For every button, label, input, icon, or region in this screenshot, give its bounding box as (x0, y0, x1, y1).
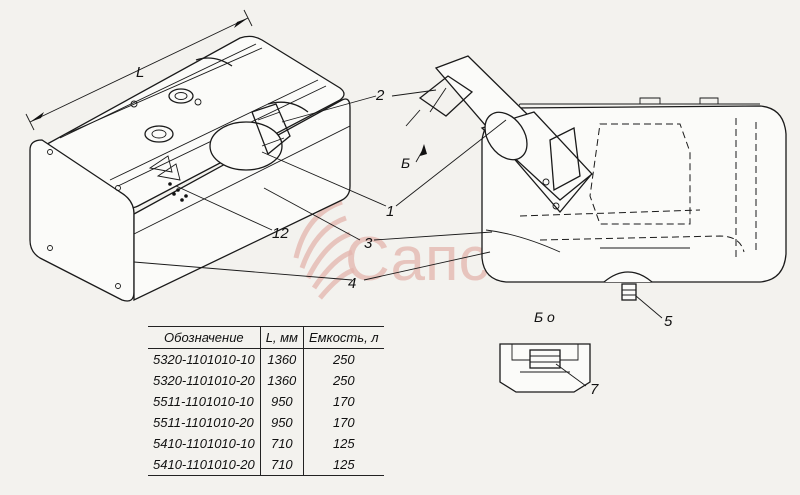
cell-capacity: 170 (302, 412, 384, 433)
cell-capacity: 170 (302, 391, 384, 412)
spec-table: Обозначение L, мм Емкость, л 5320-110101… (148, 326, 384, 476)
cell-length: 710 (259, 433, 304, 454)
cell-capacity: 250 (302, 370, 384, 391)
view-arrow-b: Б (401, 144, 427, 171)
table-row: 5410-1101010-20 710 125 (148, 454, 384, 476)
callout-4: 4 (348, 275, 356, 292)
section-detail-b (499, 343, 591, 393)
cell-designation: 5320-1101010-10 (153, 352, 255, 367)
cell-length: 950 (259, 412, 304, 433)
view-label-arrow: Б (401, 155, 410, 171)
col-capacity: Емкость, л (302, 326, 384, 349)
cell-designation: 5410-1101010-10 (153, 436, 255, 451)
callouts: 1 2 3 4 5 7 12 (272, 87, 673, 398)
cell-designation: 5320-1101010-20 (153, 373, 255, 388)
table-row: 5511-1101010-20 950 170 (148, 412, 384, 433)
tank-left (29, 35, 351, 302)
table-row: 5410-1101010-10 710 125 (148, 433, 384, 454)
cell-length: 1360 (259, 348, 304, 370)
cell-length: 1360 (259, 370, 304, 391)
table-row: 5320-1101010-10 1360 250 (148, 348, 384, 370)
view-label-section: Б о (534, 309, 555, 325)
table-row: 5320-1101010-20 1360 250 (148, 370, 384, 391)
callout-7: 7 (590, 381, 599, 398)
cell-designation: 5511-1101010-20 (153, 415, 254, 430)
tank-right (405, 55, 787, 301)
spec-table-header: Обозначение L, мм Емкость, л (148, 326, 384, 349)
cell-capacity: 125 (302, 433, 384, 454)
cell-length: 710 (259, 454, 304, 476)
dimension-label: L (136, 64, 144, 81)
cell-capacity: 125 (302, 454, 384, 476)
col-designation: Обозначение (148, 326, 261, 349)
cell-designation: 5511-1101010-10 (153, 394, 254, 409)
callout-2: 2 (375, 87, 385, 104)
cell-designation: 5410-1101010-20 (148, 454, 261, 476)
callout-1: 1 (386, 203, 394, 220)
callout-3: 3 (364, 235, 373, 252)
col-length: L, мм (259, 326, 304, 349)
callout-12: 12 (272, 225, 289, 242)
cell-capacity: 250 (302, 348, 384, 370)
dimension-line-l: L (25, 9, 253, 131)
cell-length: 950 (259, 391, 304, 412)
table-row: 5511-1101010-10 950 170 (148, 391, 384, 412)
leader-lines (133, 89, 663, 387)
callout-5: 5 (664, 313, 673, 330)
